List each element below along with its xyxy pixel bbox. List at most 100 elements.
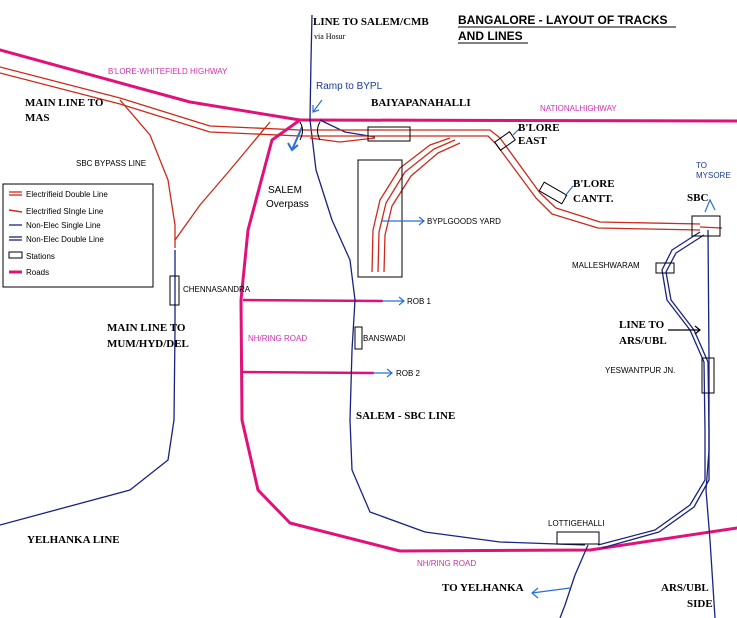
label-sbc: SBC <box>687 192 708 204</box>
label-whitefield-highway: B'LORE-WHITEFIELD HIGHWAY <box>108 67 228 76</box>
line-ars-ubl-side <box>705 229 716 618</box>
station-blore-east[interactable] <box>494 131 516 151</box>
legend-item-nonelec-double: Non-Elec Double Line <box>9 235 104 244</box>
legend-label: Non-Elec Double Line <box>26 235 104 244</box>
stations-layer <box>169 126 721 545</box>
label-malleshwaram: MALLESHWARAM <box>572 261 640 270</box>
map-title: BANGALORE - LAYOUT OF TRACKS AND LINES <box>458 13 676 44</box>
label-ars-ubl-side-2: SIDE <box>687 598 713 610</box>
line-main-mas-a <box>0 66 701 225</box>
legend-item-nonelec-single: Non-Elec Single Line <box>9 221 101 230</box>
label-sbc-bypass-line: SBC BYPASS LINE <box>76 159 146 168</box>
line-yelhanka <box>0 250 176 526</box>
label-main-line-mum-1: MAIN LINE TO <box>107 322 186 334</box>
label-chennasandra: CHENNASANDRA <box>183 285 251 294</box>
overpass-bracket-left <box>299 121 303 141</box>
station-banswadi[interactable] <box>354 326 363 350</box>
station-yeswantpur[interactable] <box>701 357 715 394</box>
label-to-mysore-2: MYSORE <box>696 171 731 180</box>
legend: Electrifieid Double Line Electrified SIn… <box>2 183 154 288</box>
legend-label: Electrified SIngle Line <box>26 207 104 216</box>
label-blore-east-1: B'LORE <box>518 122 560 134</box>
label-salem-overpass-1: SALEM <box>268 185 302 196</box>
line-to-yelhanka <box>559 544 589 618</box>
rob2-arrow-head <box>386 368 393 378</box>
legend-item-elec-single: Electrified SIngle Line <box>8 207 104 216</box>
label-to-mysore-1: TO <box>696 161 707 170</box>
station-blore-cantt[interactable] <box>538 181 568 205</box>
label-blore-cantt-2: CANTT. <box>573 193 614 205</box>
road-rob1 <box>242 298 384 303</box>
mysore-arrow <box>704 198 716 213</box>
overpass-arrow-head <box>287 142 299 152</box>
label-salem-overpass-2: Overpass <box>266 199 309 210</box>
legend-item-station: Stations <box>8 251 55 261</box>
label-ramp-to-bypl: Ramp to BYPL <box>316 81 383 92</box>
road-whitefield-highway <box>0 48 302 122</box>
legend-box <box>2 183 154 288</box>
ars-arrow-head <box>694 325 701 335</box>
label-nh-ring-road-1: NH/RING ROAD <box>248 334 307 343</box>
label-line-to-ars-1: LINE TO <box>619 319 665 331</box>
station-lottigehalli[interactable] <box>556 531 600 545</box>
label-rob2: ROB 2 <box>396 369 421 378</box>
line-sbc-yeswantpur-double-a <box>597 231 706 546</box>
legend-label: Electrifieid Double Line <box>26 190 108 199</box>
label-lottigehalli: LOTTIGEHALLI <box>548 519 604 528</box>
station-chennasandra[interactable] <box>169 275 180 306</box>
title-line-1: BANGALORE - LAYOUT OF TRACKS <box>458 13 668 27</box>
label-line-to-ars-2: ARS/UBL <box>619 335 667 347</box>
line-salem-main <box>309 14 586 546</box>
legend-label: Stations <box>26 252 55 261</box>
label-national-highway: NATIONALHIGHWAY <box>540 104 617 113</box>
roads-layer <box>0 48 737 553</box>
label-banswadi: BANSWADI <box>363 334 405 343</box>
line-sbc-mysore <box>699 226 723 229</box>
line-goods-yard-1 <box>371 137 451 273</box>
line-main-mas-b <box>0 72 701 231</box>
legend-label: Non-Elec Single Line <box>26 221 101 230</box>
annotation-arrows <box>287 99 716 599</box>
label-blore-east-2: EAST <box>518 135 547 147</box>
blore-cantt-arrow <box>564 185 574 197</box>
road-rob2 <box>242 370 375 375</box>
goods-yard-arrow-head <box>418 216 425 226</box>
line-bypass-branch <box>174 121 271 241</box>
line-sbc-bypass <box>119 99 176 248</box>
label-main-line-mum-2: MUM/HYD/DEL <box>107 338 189 350</box>
label-line-to-salem: LINE TO SALEM/CMB <box>313 16 429 28</box>
label-main-line-mas-2: MAS <box>25 112 49 124</box>
label-via-hosur: via Hosur <box>314 32 346 41</box>
label-yeswantpur: YESWANTPUR JN. <box>605 366 675 375</box>
label-ars-ubl-side-1: ARS/UBL <box>661 582 709 594</box>
labels-layer: LINE TO SALEM/CMB via Hosur Ramp to BYPL… <box>25 16 731 610</box>
label-blore-cantt-1: B'LORE <box>573 178 615 190</box>
label-salem-sbc-line: SALEM - SBC LINE <box>356 410 455 422</box>
line-salem-overpass-ramp <box>319 119 376 138</box>
blore-east-arrow <box>512 127 521 136</box>
overpass-arrow <box>291 126 303 151</box>
station-malleshwaram[interactable] <box>655 262 675 274</box>
to-yelhanka-arrow <box>531 587 571 594</box>
label-yelhanka-line: YELHANKA LINE <box>27 534 120 546</box>
label-main-line-mas-1: MAIN LINE TO <box>25 97 104 109</box>
road-nh-ring-road <box>239 118 737 553</box>
rob1-arrow-head <box>398 296 405 306</box>
ramp-arrow-head <box>312 105 320 113</box>
label-rob1: ROB 1 <box>407 297 432 306</box>
line-goods-yard-3 <box>383 142 461 273</box>
label-to-yelhanka: TO YELHANKA <box>442 582 524 594</box>
station-baiyapanahalli[interactable] <box>367 126 411 142</box>
station-sbc[interactable] <box>691 215 721 237</box>
overpass-bracket-right <box>317 121 321 141</box>
road-national-highway <box>298 118 737 123</box>
line-sbc-yeswantpur-double-b <box>601 234 710 549</box>
title-line-2: AND LINES <box>458 29 523 43</box>
legend-item-road: Roads <box>9 268 49 277</box>
to-yelhanka-arrow-head <box>531 587 539 599</box>
ars-arrow <box>668 325 701 335</box>
label-bypl-goods-yard: BYPLGOODS YARD <box>427 217 501 226</box>
station-bypl-goods-yard[interactable] <box>357 159 403 278</box>
ramp-arrow <box>312 99 323 113</box>
